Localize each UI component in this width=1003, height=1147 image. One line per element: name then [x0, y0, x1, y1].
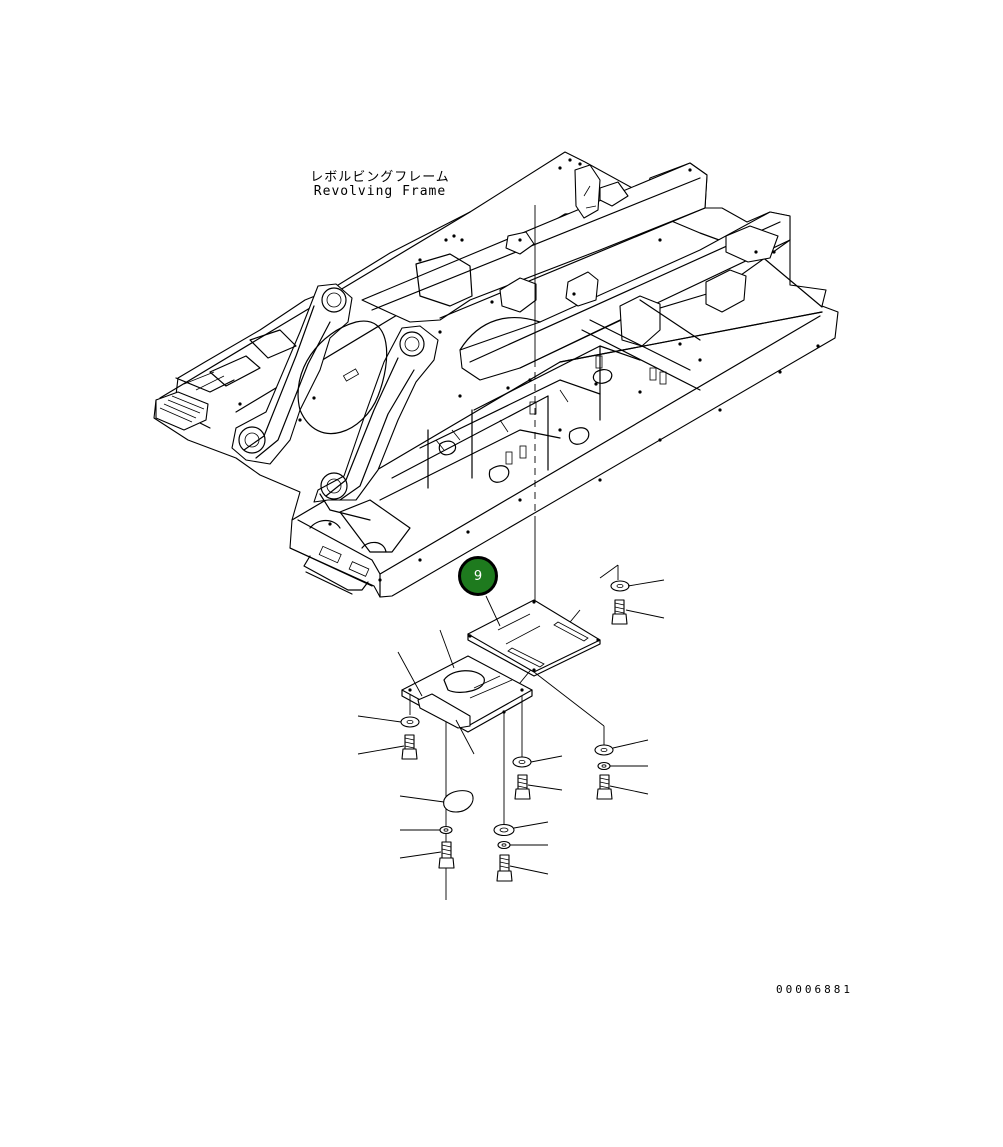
- spring-washer-5: [439, 825, 453, 835]
- spring-washer-6: [497, 840, 511, 850]
- bolt-3: [514, 774, 531, 800]
- part-callout-9[interactable]: 9: [458, 556, 498, 596]
- drawing-number: 00006881: [776, 983, 853, 996]
- washer-6: [493, 823, 515, 837]
- part-callout-number: 9: [473, 568, 483, 584]
- cover-plate-lower: [401, 655, 533, 733]
- bolt-1: [611, 599, 628, 625]
- bolt-2: [401, 734, 418, 760]
- washer-2: [400, 716, 420, 728]
- plug-cap: [443, 790, 474, 813]
- spring-washer-4: [597, 761, 611, 771]
- washer-1: [610, 580, 630, 592]
- revolving-frame: [153, 151, 839, 598]
- bolt-5: [438, 841, 455, 869]
- frame-label-english: Revolving Frame: [313, 184, 447, 199]
- washer-4: [594, 744, 614, 756]
- bolt-6: [496, 854, 513, 882]
- frame-label-japanese: レボルビングフレーム: [310, 170, 450, 185]
- washer-3: [512, 756, 532, 768]
- frame-bolt-holes: [238, 158, 820, 582]
- bolt-4: [596, 774, 613, 800]
- cover-plate-upper: [467, 599, 601, 677]
- leader-lines: [357, 579, 665, 875]
